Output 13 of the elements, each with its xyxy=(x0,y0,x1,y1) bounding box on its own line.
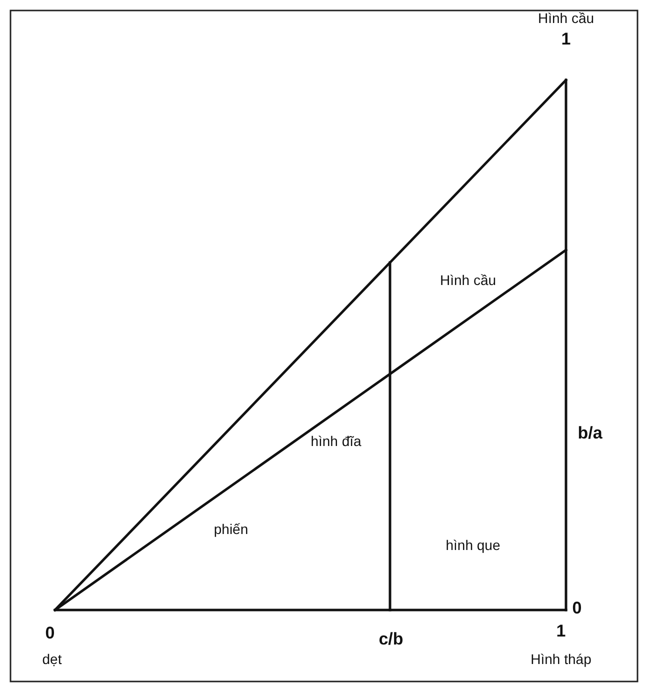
scale-value: 0 xyxy=(45,624,55,642)
region-label: Hình cầu xyxy=(440,273,496,287)
corner-label: Hình tháp xyxy=(530,652,592,666)
region-label: hình đĩa xyxy=(310,434,362,448)
corner-label: dẹt xyxy=(42,652,62,666)
scale-value: 1 xyxy=(556,622,566,640)
region-label: hình que xyxy=(446,538,500,552)
region-label: phiến xyxy=(214,522,248,536)
scale-value: 0 xyxy=(572,600,582,616)
axis-title: b/a xyxy=(578,424,602,442)
scale-value: 1 xyxy=(561,30,571,48)
corner-label: Hình cầu xyxy=(538,11,594,25)
axis-title: c/b xyxy=(378,630,404,648)
